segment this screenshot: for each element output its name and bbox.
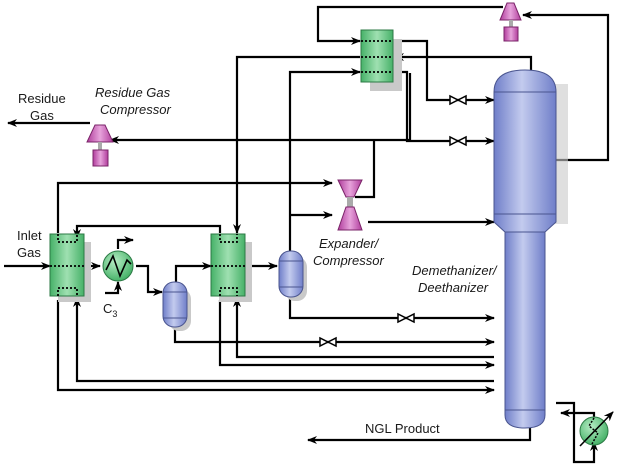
residue-gas-label-1: Residue: [18, 91, 66, 106]
reflux-loop-line: [316, 5, 503, 45]
propane-label: C3: [103, 301, 117, 319]
residue-to-expander-compressor: [56, 179, 333, 233]
subcooled-feed-valve-icon[interactable]: [449, 135, 467, 147]
residue-return-line: [233, 55, 360, 234]
side-draw-to-exchanger-line: [233, 297, 494, 359]
side-draw-to-inlet-exchanger-line: [73, 297, 494, 383]
column-side-to-reflux-compressor: [522, 11, 610, 162]
cold-separator-liquid-line: [288, 297, 495, 322]
demethanizer-column[interactable]: [493, 69, 568, 429]
overhead-vapor-line: [394, 53, 533, 70]
ngl-product-line: [307, 425, 532, 444]
column-label-1: Demethanizer/: [412, 263, 498, 278]
valves: [319, 94, 467, 348]
expander-label-1: Expander/: [319, 236, 380, 251]
column-label-2: Deethanizer: [418, 280, 489, 295]
inlet-exchanger[interactable]: [49, 233, 91, 302]
separator-1[interactable]: [162, 281, 191, 331]
expander-compressor[interactable]: [337, 179, 363, 231]
ngl-product-label: NGL Product: [365, 421, 440, 436]
compressor-discharge-line: [355, 139, 376, 199]
separator-liquid-line: [173, 327, 495, 346]
residue-compressor-label-2: Compressor: [100, 102, 171, 117]
cold-residue-crossover-line: [73, 224, 222, 239]
propane-outlet-line: [116, 236, 134, 249]
gas-gas-exchanger[interactable]: [210, 233, 252, 302]
propane-chiller[interactable]: [102, 250, 134, 282]
separator-liquid-valve-icon[interactable]: [319, 336, 337, 348]
residue-compressor-label-1: Residue Gas: [95, 85, 171, 100]
reflux-feed-line: [393, 39, 495, 104]
separator-vapor-line: [174, 262, 212, 282]
pipes: [4, 5, 610, 464]
propane-inlet-line: [105, 281, 122, 295]
subcooled-feed-line: [393, 70, 495, 145]
residue-gas-compressor[interactable]: [86, 124, 114, 167]
reboiler[interactable]: [579, 411, 614, 447]
expander-label-2: Compressor: [313, 253, 384, 268]
reflux-compressor[interactable]: [499, 2, 522, 42]
reboiler-feed-line: [556, 401, 598, 464]
cold-separator[interactable]: [278, 250, 307, 301]
inlet-gas-label-1: Inlet: [17, 228, 42, 243]
reflux-valve-icon[interactable]: [449, 94, 467, 106]
subcooler-exchanger[interactable]: [360, 29, 402, 91]
exchanger-return-to-column-line: [218, 300, 495, 369]
inlet-gas-label-2: Gas: [17, 245, 41, 260]
chiller-to-separator-line: [136, 264, 163, 296]
inlet-exchanger-return-line: [56, 300, 495, 394]
cold-sep-liquid-valve-icon[interactable]: [397, 312, 415, 324]
residue-gas-label-2: Gas: [30, 108, 54, 123]
cold-sep-vapor-split-line: [288, 68, 361, 265]
